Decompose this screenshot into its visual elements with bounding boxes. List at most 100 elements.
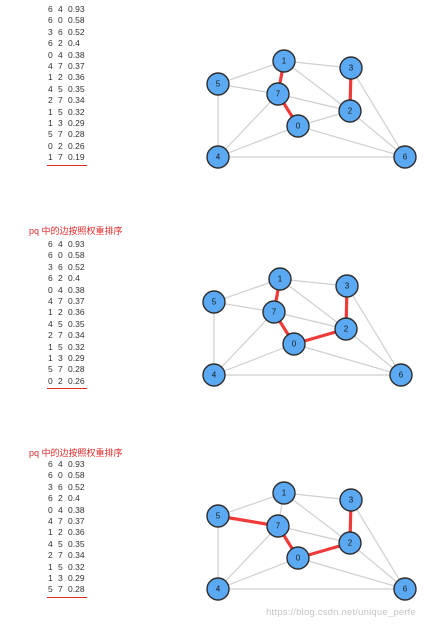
node-label: 4	[216, 585, 221, 594]
graph-node-4: 4	[202, 363, 226, 387]
edge-weight: 0.58	[68, 250, 85, 261]
graph-node-2: 2	[338, 531, 362, 555]
edge-weight: 0.4	[68, 493, 80, 504]
node-label: 7	[276, 522, 281, 531]
edge-w: 4	[58, 504, 63, 515]
graph-edge-2-6	[345, 328, 402, 376]
edge-v: 6	[48, 15, 53, 26]
panel-heading: pq 中的边按照权重排序	[29, 448, 123, 458]
edge-v: 0	[48, 49, 53, 60]
edge-w: 7	[58, 296, 63, 307]
edge-v: 4	[48, 516, 53, 527]
node-label: 0	[292, 340, 297, 349]
edge-v: 4	[48, 538, 53, 549]
graph-edge-7-4	[213, 311, 275, 376]
node-label: 6	[403, 153, 408, 162]
graph-node-6: 6	[393, 145, 417, 169]
edge-weight: 0.32	[68, 341, 85, 352]
node-label: 5	[216, 512, 221, 521]
graph-node-1: 1	[272, 481, 296, 505]
source-url-watermark: https://blog.csdn.net/unique_perfe	[266, 607, 416, 618]
edge-v: 4	[48, 83, 53, 94]
graph-node-7: 7	[262, 300, 286, 324]
edge-v: 1	[48, 353, 53, 364]
node-label: 1	[282, 57, 287, 66]
graph-edge-1-2	[283, 492, 351, 544]
edge-v: 1	[48, 573, 53, 584]
edge-weight: 0.35	[68, 318, 85, 329]
edge-w: 2	[58, 38, 63, 49]
graph-edge-7-4	[217, 525, 279, 590]
node-label: 2	[348, 107, 353, 116]
node-label: 7	[276, 90, 281, 99]
edge-v: 5	[48, 364, 53, 375]
edge-weight: 0.26	[68, 375, 85, 386]
edge-weight: 0.26	[68, 140, 85, 151]
graph-node-0: 0	[286, 546, 310, 570]
graph-node-3: 3	[339, 488, 363, 512]
edge-v: 6	[48, 273, 53, 284]
edge-v: 4	[48, 296, 53, 307]
node-label: 4	[212, 371, 217, 380]
graph-node-5: 5	[206, 72, 230, 96]
edge-weight: 0.37	[68, 516, 85, 527]
edge-w: 7	[58, 330, 63, 341]
edge-v: 6	[48, 239, 53, 249]
edge-v: 0	[48, 140, 53, 151]
edge-weight: 0.4	[68, 273, 80, 284]
edge-w: 4	[58, 239, 63, 249]
graph-edge-7-4	[217, 93, 279, 158]
edge-w: 2	[58, 307, 63, 318]
graph-edge-0-4	[217, 125, 299, 158]
edge-weight: 0.28	[68, 584, 85, 595]
last-edge-underline	[47, 388, 87, 390]
graph-edge-2-6	[349, 542, 406, 590]
edge-v: 1	[48, 341, 53, 352]
edge-w: 6	[58, 261, 63, 272]
edge-v: 0	[48, 284, 53, 295]
edge-w: 7	[58, 584, 63, 595]
graph-edge-1-2	[279, 278, 347, 330]
graph-node-7: 7	[266, 514, 290, 538]
edge-weight: 0.38	[68, 504, 85, 515]
edge-weight: 0.19	[68, 152, 85, 163]
edge-weight: 0.34	[68, 550, 85, 561]
edge-w: 5	[58, 83, 63, 94]
edge-weight: 0.38	[68, 49, 85, 60]
edge-w: 4	[58, 49, 63, 60]
edge-v: 1	[48, 118, 53, 129]
graph-node-1: 1	[272, 49, 296, 73]
edge-weight: 0.29	[68, 353, 85, 364]
node-label: 5	[212, 298, 217, 307]
graph-edge-1-2	[283, 60, 351, 112]
graph-node-2: 2	[334, 317, 358, 341]
edge-w: 5	[58, 106, 63, 117]
edge-w: 0	[58, 15, 63, 26]
edge-w: 3	[58, 118, 63, 129]
node-label: 3	[349, 496, 354, 505]
graph-node-4: 4	[206, 145, 230, 169]
last-edge-underline	[47, 596, 87, 598]
edge-weight: 0.58	[68, 470, 85, 481]
node-label: 4	[216, 153, 221, 162]
